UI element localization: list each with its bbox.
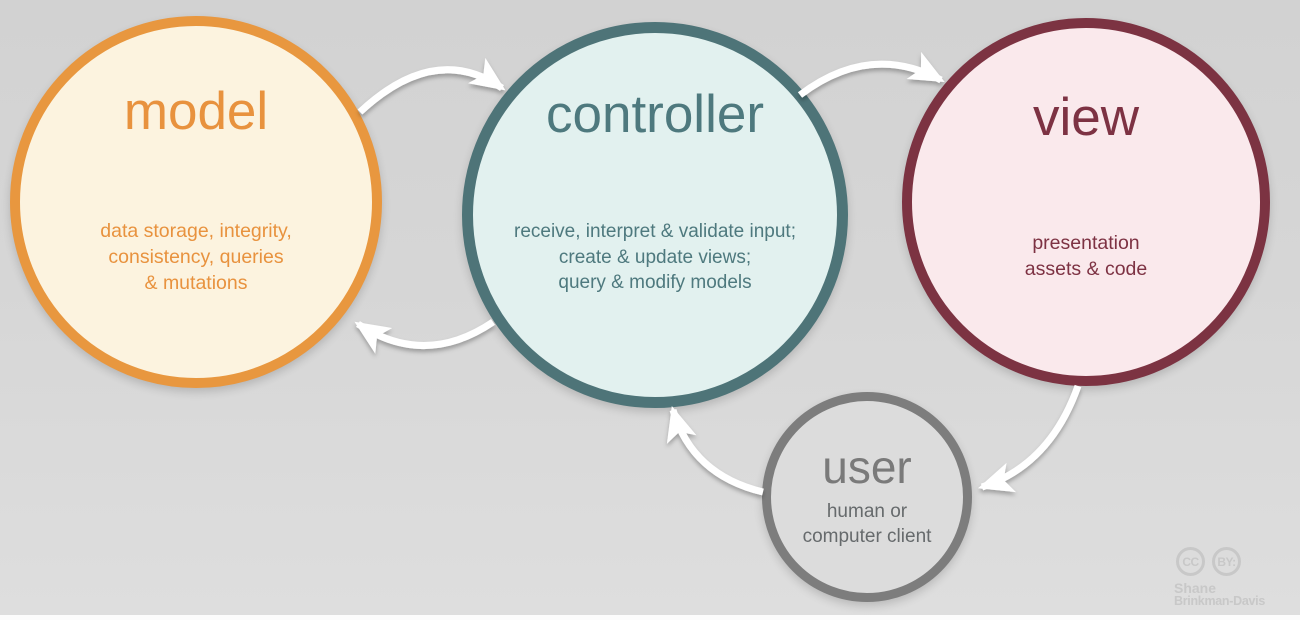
arrow-view-to-user [978, 384, 1082, 493]
attribution: CC BY: Shane Brinkman-Davis [1174, 547, 1284, 608]
user-description: human or computer client [802, 501, 932, 547]
model-description: data storage, integrity, consistency, qu… [100, 220, 292, 294]
user-title: user [822, 441, 912, 493]
cc-by-icon: BY: [1212, 547, 1241, 576]
model-node: model data storage, integrity, consisten… [10, 16, 382, 388]
arrow-controller-to-model [354, 319, 495, 354]
controller-title: controller [546, 85, 764, 144]
view-description: presentation assets & code [1024, 232, 1148, 280]
arrow-user-to-controller [666, 405, 764, 496]
author-first-name: Shane [1174, 580, 1217, 596]
bottom-white-bar [0, 615, 1300, 620]
controller-description: receive, interpret & validate input; cre… [514, 221, 796, 293]
view-title: view [1032, 88, 1140, 147]
author-last-name: Brinkman-Davis [1174, 594, 1265, 608]
user-node: user human or computer client [762, 392, 972, 602]
controller-node: controller receive, interpret & validate… [462, 22, 848, 408]
model-title: model [123, 82, 269, 141]
view-node: view presentation assets & code [902, 18, 1270, 386]
cc-icon: CC [1176, 547, 1205, 576]
